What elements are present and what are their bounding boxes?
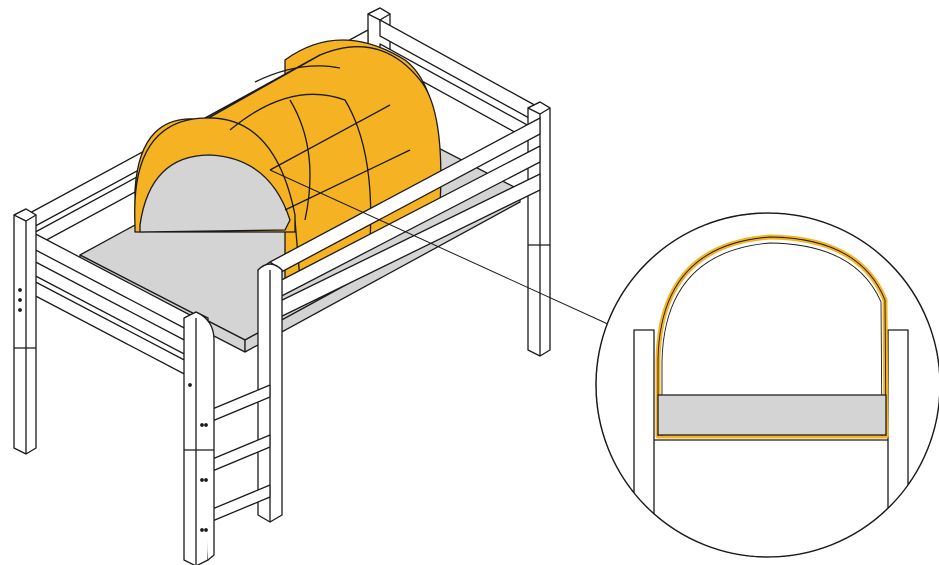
- tunnel-inner-view: [139, 154, 291, 233]
- tunnel-seam: [284, 149, 411, 211]
- right-front-post: [527, 101, 551, 357]
- callout-left-post: [633, 329, 655, 557]
- tunnel-seam: [269, 104, 391, 171]
- left-back-post: [13, 208, 37, 455]
- tunnel-seam: [254, 65, 341, 83]
- front-left-post: [183, 311, 215, 565]
- tunnel-seam: [204, 54, 321, 119]
- callout-leader-line: [269, 169, 611, 326]
- front-side-rails: [269, 117, 541, 323]
- tunnel-seam: [229, 93, 372, 241]
- front-end-rails: [27, 229, 191, 378]
- callout-mattress: [657, 394, 887, 436]
- callout-right-post: [887, 329, 909, 557]
- tunnel-seam: [289, 99, 311, 221]
- ladder: [209, 261, 283, 523]
- detail-callout: [595, 212, 939, 558]
